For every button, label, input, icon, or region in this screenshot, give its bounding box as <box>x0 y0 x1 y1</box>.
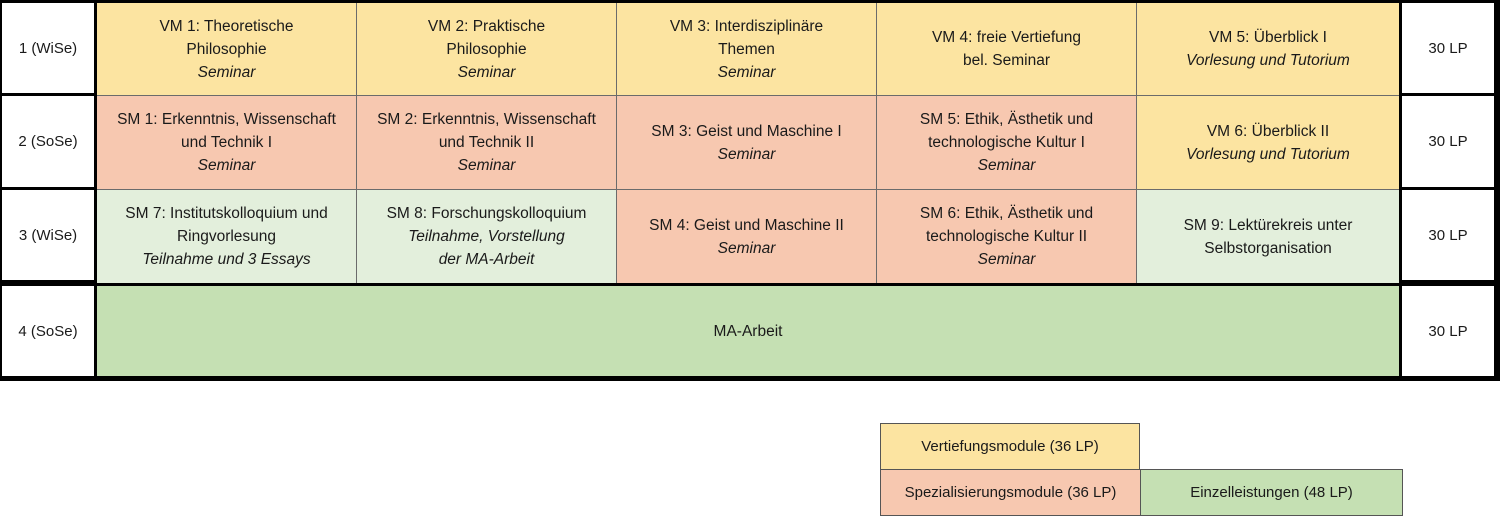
module-cell-sm5: SM 5: Ethik, Ästhetik und technologische… <box>877 96 1137 190</box>
module-cell-vm3: VM 3: Interdisziplinäre Themen Seminar <box>617 3 877 96</box>
module-cell-sm2: SM 2: Erkenntnis, Wissenschaft und Techn… <box>357 96 617 190</box>
module-cell-vm5: VM 5: Überblick I Vorlesung und Tutorium <box>1137 3 1399 96</box>
module-cell-vm6: VM 6: Überblick II Vorlesung und Tutoriu… <box>1137 96 1399 190</box>
module-cell-sm9: SM 9: Lektürekreis unter Selbstorganisat… <box>1137 190 1399 283</box>
thesis-cell: MA-Arbeit <box>97 283 1399 376</box>
legend-vertiefungsmodule: Vertiefungsmodule (36 LP) <box>880 423 1140 470</box>
module-cell-sm1: SM 1: Erkenntnis, Wissenschaft und Techn… <box>97 96 357 190</box>
semester-label: 4 (SoSe) <box>2 283 97 376</box>
module-cell-sm3: SM 3: Geist und Maschine I Seminar <box>617 96 877 190</box>
credit-points: 30 LP <box>1399 96 1494 190</box>
module-cell-vm4: VM 4: freie Vertiefung bel. Seminar <box>877 3 1137 96</box>
module-cell-sm8: SM 8: Forschungskolloquium Teilnahme, Vo… <box>357 190 617 283</box>
credit-points: 30 LP <box>1399 283 1494 376</box>
module-cell-vm1: VM 1: Theoretische Philosophie Seminar <box>97 3 357 96</box>
credit-points: 30 LP <box>1399 3 1494 96</box>
module-cell-vm2: VM 2: Praktische Philosophie Seminar <box>357 3 617 96</box>
credit-points: 30 LP <box>1399 190 1494 283</box>
semester-label: 3 (WiSe) <box>2 190 97 283</box>
semester-label: 2 (SoSe) <box>2 96 97 190</box>
module-cell-sm7: SM 7: Institutskolloquium und Ringvorles… <box>97 190 357 283</box>
study-plan-table: 1 (WiSe) VM 1: Theoretische Philosophie … <box>0 0 1500 381</box>
module-cell-sm4: SM 4: Geist und Maschine II Seminar <box>617 190 877 283</box>
legend-spezialisierungsmodule: Spezialisierungsmodule (36 LP) <box>880 469 1141 516</box>
module-cell-sm6: SM 6: Ethik, Ästhetik und technologische… <box>877 190 1137 283</box>
semester-label: 1 (WiSe) <box>2 3 97 96</box>
legend-einzelleistungen: Einzelleistungen (48 LP) <box>1140 469 1403 516</box>
